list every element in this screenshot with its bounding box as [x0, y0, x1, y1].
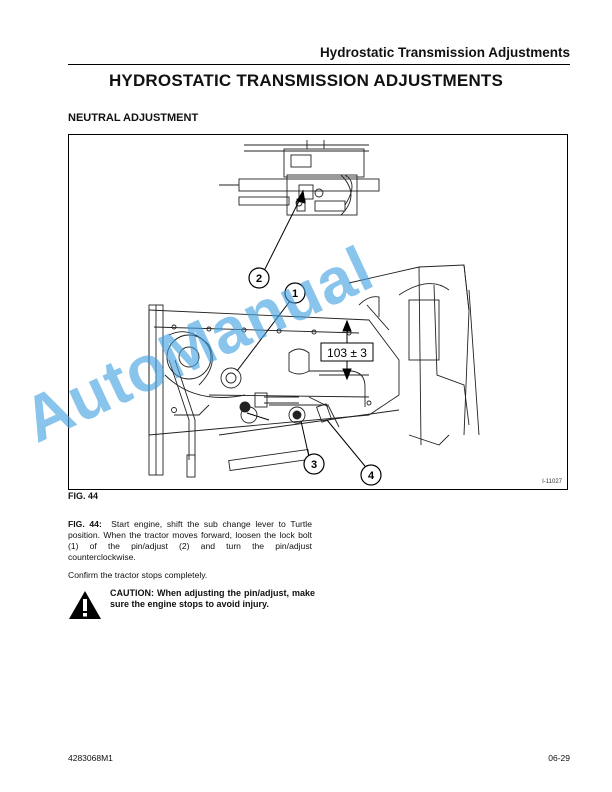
warning-triangle-icon [69, 591, 101, 619]
paragraph-instructions: FIG. 44: Start engine, shift the sub cha… [68, 519, 312, 563]
callout-3: 3 [311, 459, 317, 471]
adjuster-rod [220, 367, 340, 428]
transmission-diagram: 103 ± 3 1 2 3 4 [148, 140, 480, 486]
paragraph-confirm: Confirm the tractor stops completely. [68, 570, 208, 580]
footer-page-number: 06-29 [548, 753, 570, 763]
dimension-label: 103 ± 3 [327, 346, 367, 360]
section-title: NEUTRAL ADJUSTMENT [68, 112, 199, 124]
footer-part-number: 4283068M1 [68, 753, 113, 763]
figure-label: FIG. 44 [68, 491, 99, 501]
left-frame-structure [148, 304, 210, 478]
top-inset-assembly [219, 140, 380, 216]
callout-leaders [236, 189, 370, 472]
frame-holes [171, 324, 372, 413]
header-rule [68, 64, 570, 65]
caution-text: CAUTION: When adjusting the pin/adjust, … [110, 588, 315, 609]
callout-circles [248, 267, 382, 486]
running-header: Hydrostatic Transmission Adjustments [319, 45, 570, 60]
callout-4: 4 [368, 470, 375, 482]
figure-reference: FIG. 44: [68, 519, 102, 529]
callout-2: 2 [256, 273, 262, 285]
instruction-text: Start engine, shift the sub change lever… [68, 519, 312, 562]
dimension-indicator [320, 319, 374, 381]
right-frame-structure [348, 264, 480, 446]
page-title: HYDROSTATIC TRANSMISSION ADJUSTMENTS [108, 71, 504, 90]
figure-44-frame: 103 ± 3 1 2 3 4 I-11027 [68, 134, 568, 490]
figure-image-code: I-11027 [542, 479, 562, 485]
callout-1: 1 [292, 288, 298, 300]
caution-block: CAUTION: When adjusting the pin/adjust, … [68, 588, 318, 622]
